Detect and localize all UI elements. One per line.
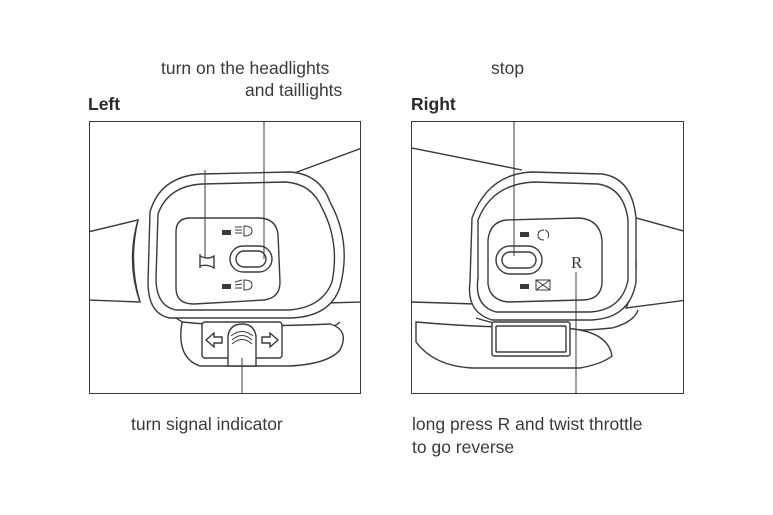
- right-handlebar-panel: R: [411, 121, 684, 394]
- right-handlebar-drawing: R: [412, 122, 683, 393]
- reverse-label-line2: to go reverse: [412, 437, 515, 457]
- left-section-title: Left: [88, 94, 121, 114]
- left-handlebar-drawing: [90, 122, 360, 393]
- reverse-label-line1: long press R and twist throttle: [412, 414, 643, 434]
- stop-label: stop: [491, 58, 525, 78]
- headlights-label-line1: turn on the headlights: [161, 58, 330, 78]
- r-button-glyph: R: [571, 253, 583, 272]
- right-section-title: Right: [411, 94, 456, 114]
- turn-signal-label: turn signal indicator: [131, 414, 283, 434]
- left-handlebar-panel: [89, 121, 361, 394]
- headlights-label-line2: and taillights: [245, 80, 343, 100]
